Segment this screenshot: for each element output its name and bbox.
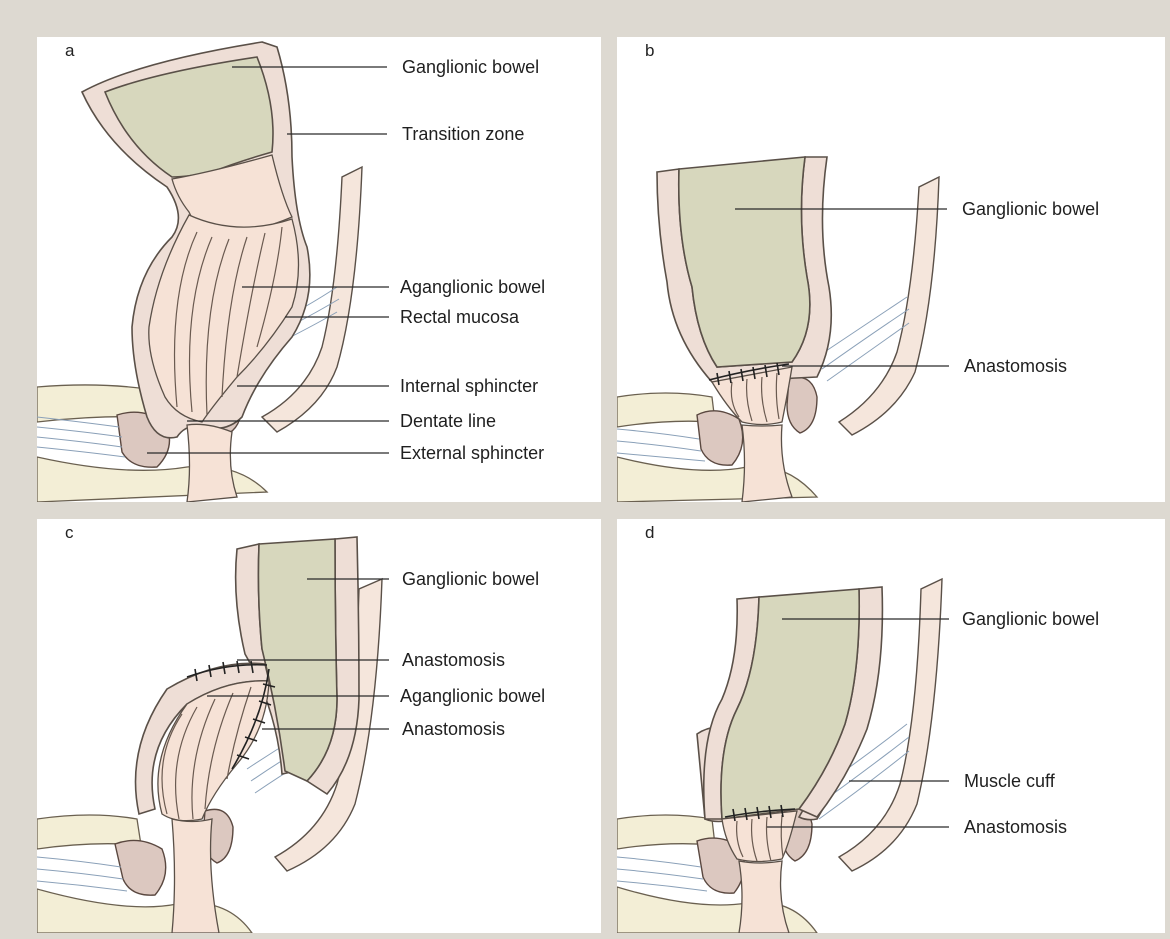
label-dentate-line: Dentate line (400, 411, 496, 431)
label-ganglionic-bowel: Ganglionic bowel (402, 57, 539, 77)
label-external-sphincter: External sphincter (400, 443, 544, 463)
label-anastomosis: Anastomosis (964, 817, 1067, 837)
label-ganglionic-bowel: Ganglionic bowel (962, 199, 1099, 219)
label-ganglionic-bowel: Ganglionic bowel (402, 569, 539, 589)
panel-b-leaders (617, 37, 1165, 502)
label-anastomosis-lower: Anastomosis (402, 719, 505, 739)
label-transition-zone: Transition zone (402, 124, 524, 144)
panel-a: a Ganglionic bowel Transition zone Agang… (37, 37, 601, 502)
label-anastomosis: Anastomosis (964, 356, 1067, 376)
panel-d: d Ganglionic bowel Muscle cuff Anastomos… (617, 519, 1165, 933)
panel-d-leaders (617, 519, 1165, 933)
label-aganglionic-bowel: Aganglionic bowel (400, 686, 545, 706)
panel-a-leaders (37, 37, 601, 502)
label-rectal-mucosa: Rectal mucosa (400, 307, 519, 327)
label-muscle-cuff: Muscle cuff (964, 771, 1055, 791)
panel-b: b Ganglionic bowel Anastomosis (617, 37, 1165, 502)
panel-c: c Ganglionic bowel Anastomosis Aganglion… (37, 519, 601, 933)
label-aganglionic-bowel: Aganglionic bowel (400, 277, 545, 297)
label-ganglionic-bowel: Ganglionic bowel (962, 609, 1099, 629)
label-anastomosis-upper: Anastomosis (402, 650, 505, 670)
label-internal-sphincter: Internal sphincter (400, 376, 538, 396)
